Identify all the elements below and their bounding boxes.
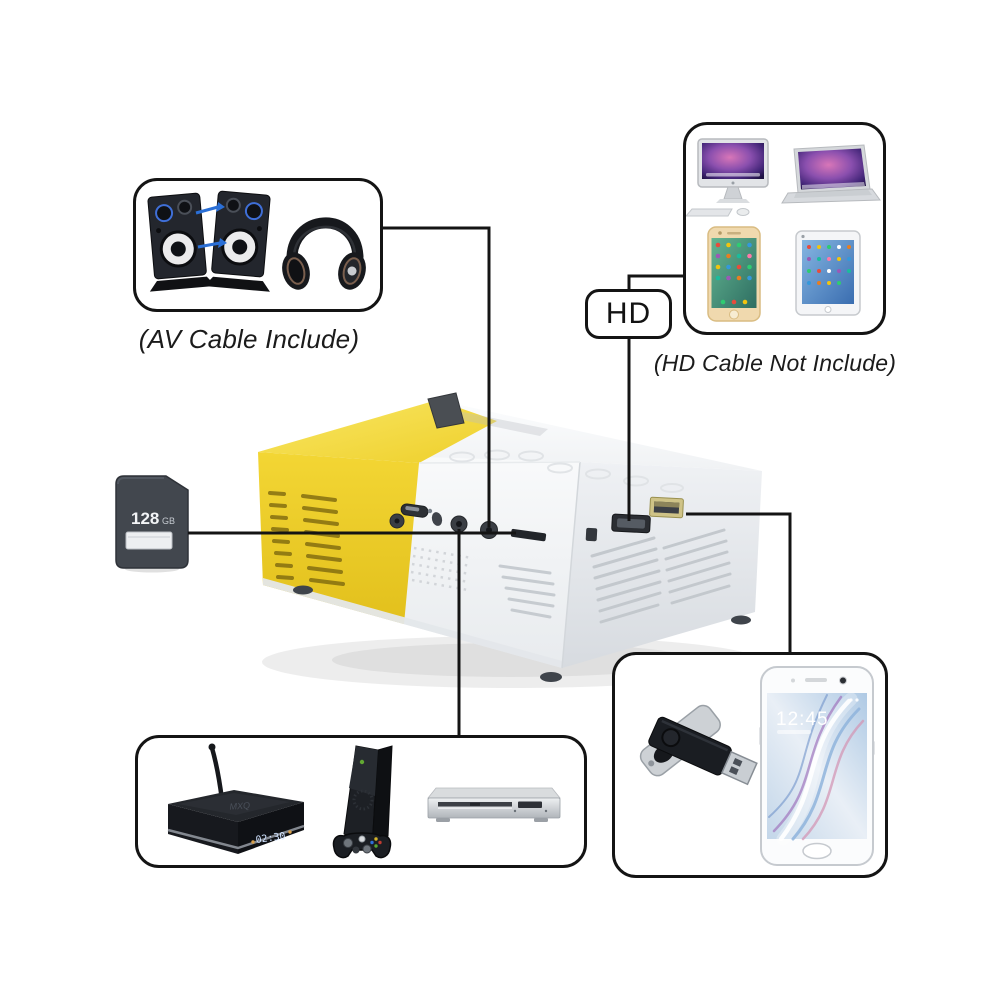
front-vents: [498, 564, 556, 619]
sd-capacity-label: 128: [131, 509, 159, 528]
keyboard-image: [686, 208, 733, 217]
hd-devices-image: [686, 138, 881, 322]
av-devices-box: [133, 178, 383, 312]
sd-unit-label: GB: [162, 516, 175, 526]
sd-card-image: 128 GB: [115, 475, 189, 573]
hd-devices-box: [683, 122, 886, 335]
iphone-gold-image: [707, 226, 761, 322]
tvbox-clock-display: 02:30: [255, 831, 286, 846]
macbook-laptop-image: [781, 144, 881, 204]
usb-phone-box: 12:45: [612, 652, 888, 878]
usb-flash-drive-image: [639, 704, 758, 786]
dvd-player-image: [427, 787, 561, 822]
home-button: [802, 842, 832, 860]
headphones-image: [282, 217, 366, 290]
projector-front-yellow: [258, 452, 419, 624]
stereo-speakers-image: [147, 192, 216, 292]
usb-phone-image: 12:45: [639, 666, 875, 866]
av-devices-image: [147, 190, 366, 292]
hd-badge: HD: [585, 289, 672, 339]
players-image: MXQ 02:30: [167, 743, 561, 859]
mini-projector-image: [258, 392, 762, 688]
phone-clock: 12:45: [776, 709, 829, 730]
phone-date-blur: [777, 730, 811, 734]
side-ports: [585, 496, 684, 542]
yellow-vents: [268, 491, 345, 586]
wave-wallpaper: [768, 692, 865, 846]
mouse-image: [736, 208, 750, 216]
sd-card-slot: [510, 528, 547, 542]
tvbox-brand-label: MXQ: [229, 800, 250, 811]
blue-arrows-icon: [195, 202, 227, 249]
imac-desktop-image: [686, 138, 769, 217]
galaxy-phone-image: 12:45: [759, 666, 875, 866]
projector-right-face: [562, 462, 762, 668]
gamepad-image: [332, 832, 392, 859]
android-tv-box-image: MXQ 02:30: [167, 743, 305, 854]
line-hdbox-to-badge: [627, 274, 683, 290]
ipad-tablet-image: [795, 230, 861, 316]
players-box: MXQ 02:30: [135, 735, 587, 868]
dvd-display: [518, 801, 542, 808]
power-port: [585, 527, 598, 542]
game-console-image: [332, 745, 393, 859]
projector-base-strip: [263, 578, 562, 668]
hd-caption: (HD Cable Not Include): [653, 350, 897, 376]
antenna: [209, 745, 225, 803]
av-caption: (AV Cable Include): [138, 324, 360, 354]
